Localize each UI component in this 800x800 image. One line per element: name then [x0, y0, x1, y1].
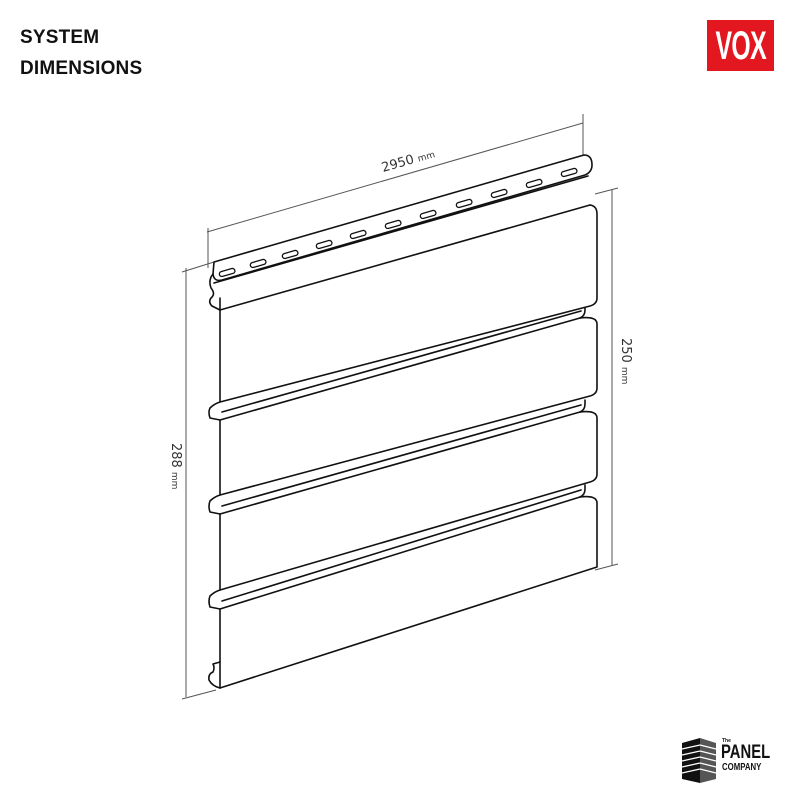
vox-logo-text: VOX: [715, 23, 766, 68]
logo-the: The: [722, 738, 731, 744]
total-height-dimension-label: 288mm: [168, 443, 183, 489]
nail-slots: [218, 167, 578, 278]
title-line-1: SYSTEM: [20, 27, 100, 48]
length-dimension-label: 2950mm: [380, 146, 437, 175]
logo-panel: PANEL: [721, 742, 771, 763]
visible-height-dimension-label: 250mm: [618, 338, 633, 384]
building-icon: [681, 738, 717, 783]
soffit-panel: [208, 154, 598, 689]
page-title: SYSTEM DIMENSIONS: [20, 22, 142, 84]
dimension-lines: [181, 114, 619, 700]
vox-logo: VOX: [707, 20, 774, 71]
the-panel-company-logo: The PANEL COMPANY: [680, 735, 780, 785]
logo-company: COMPANY: [722, 762, 762, 773]
title-line-2: DIMENSIONS: [20, 58, 143, 79]
